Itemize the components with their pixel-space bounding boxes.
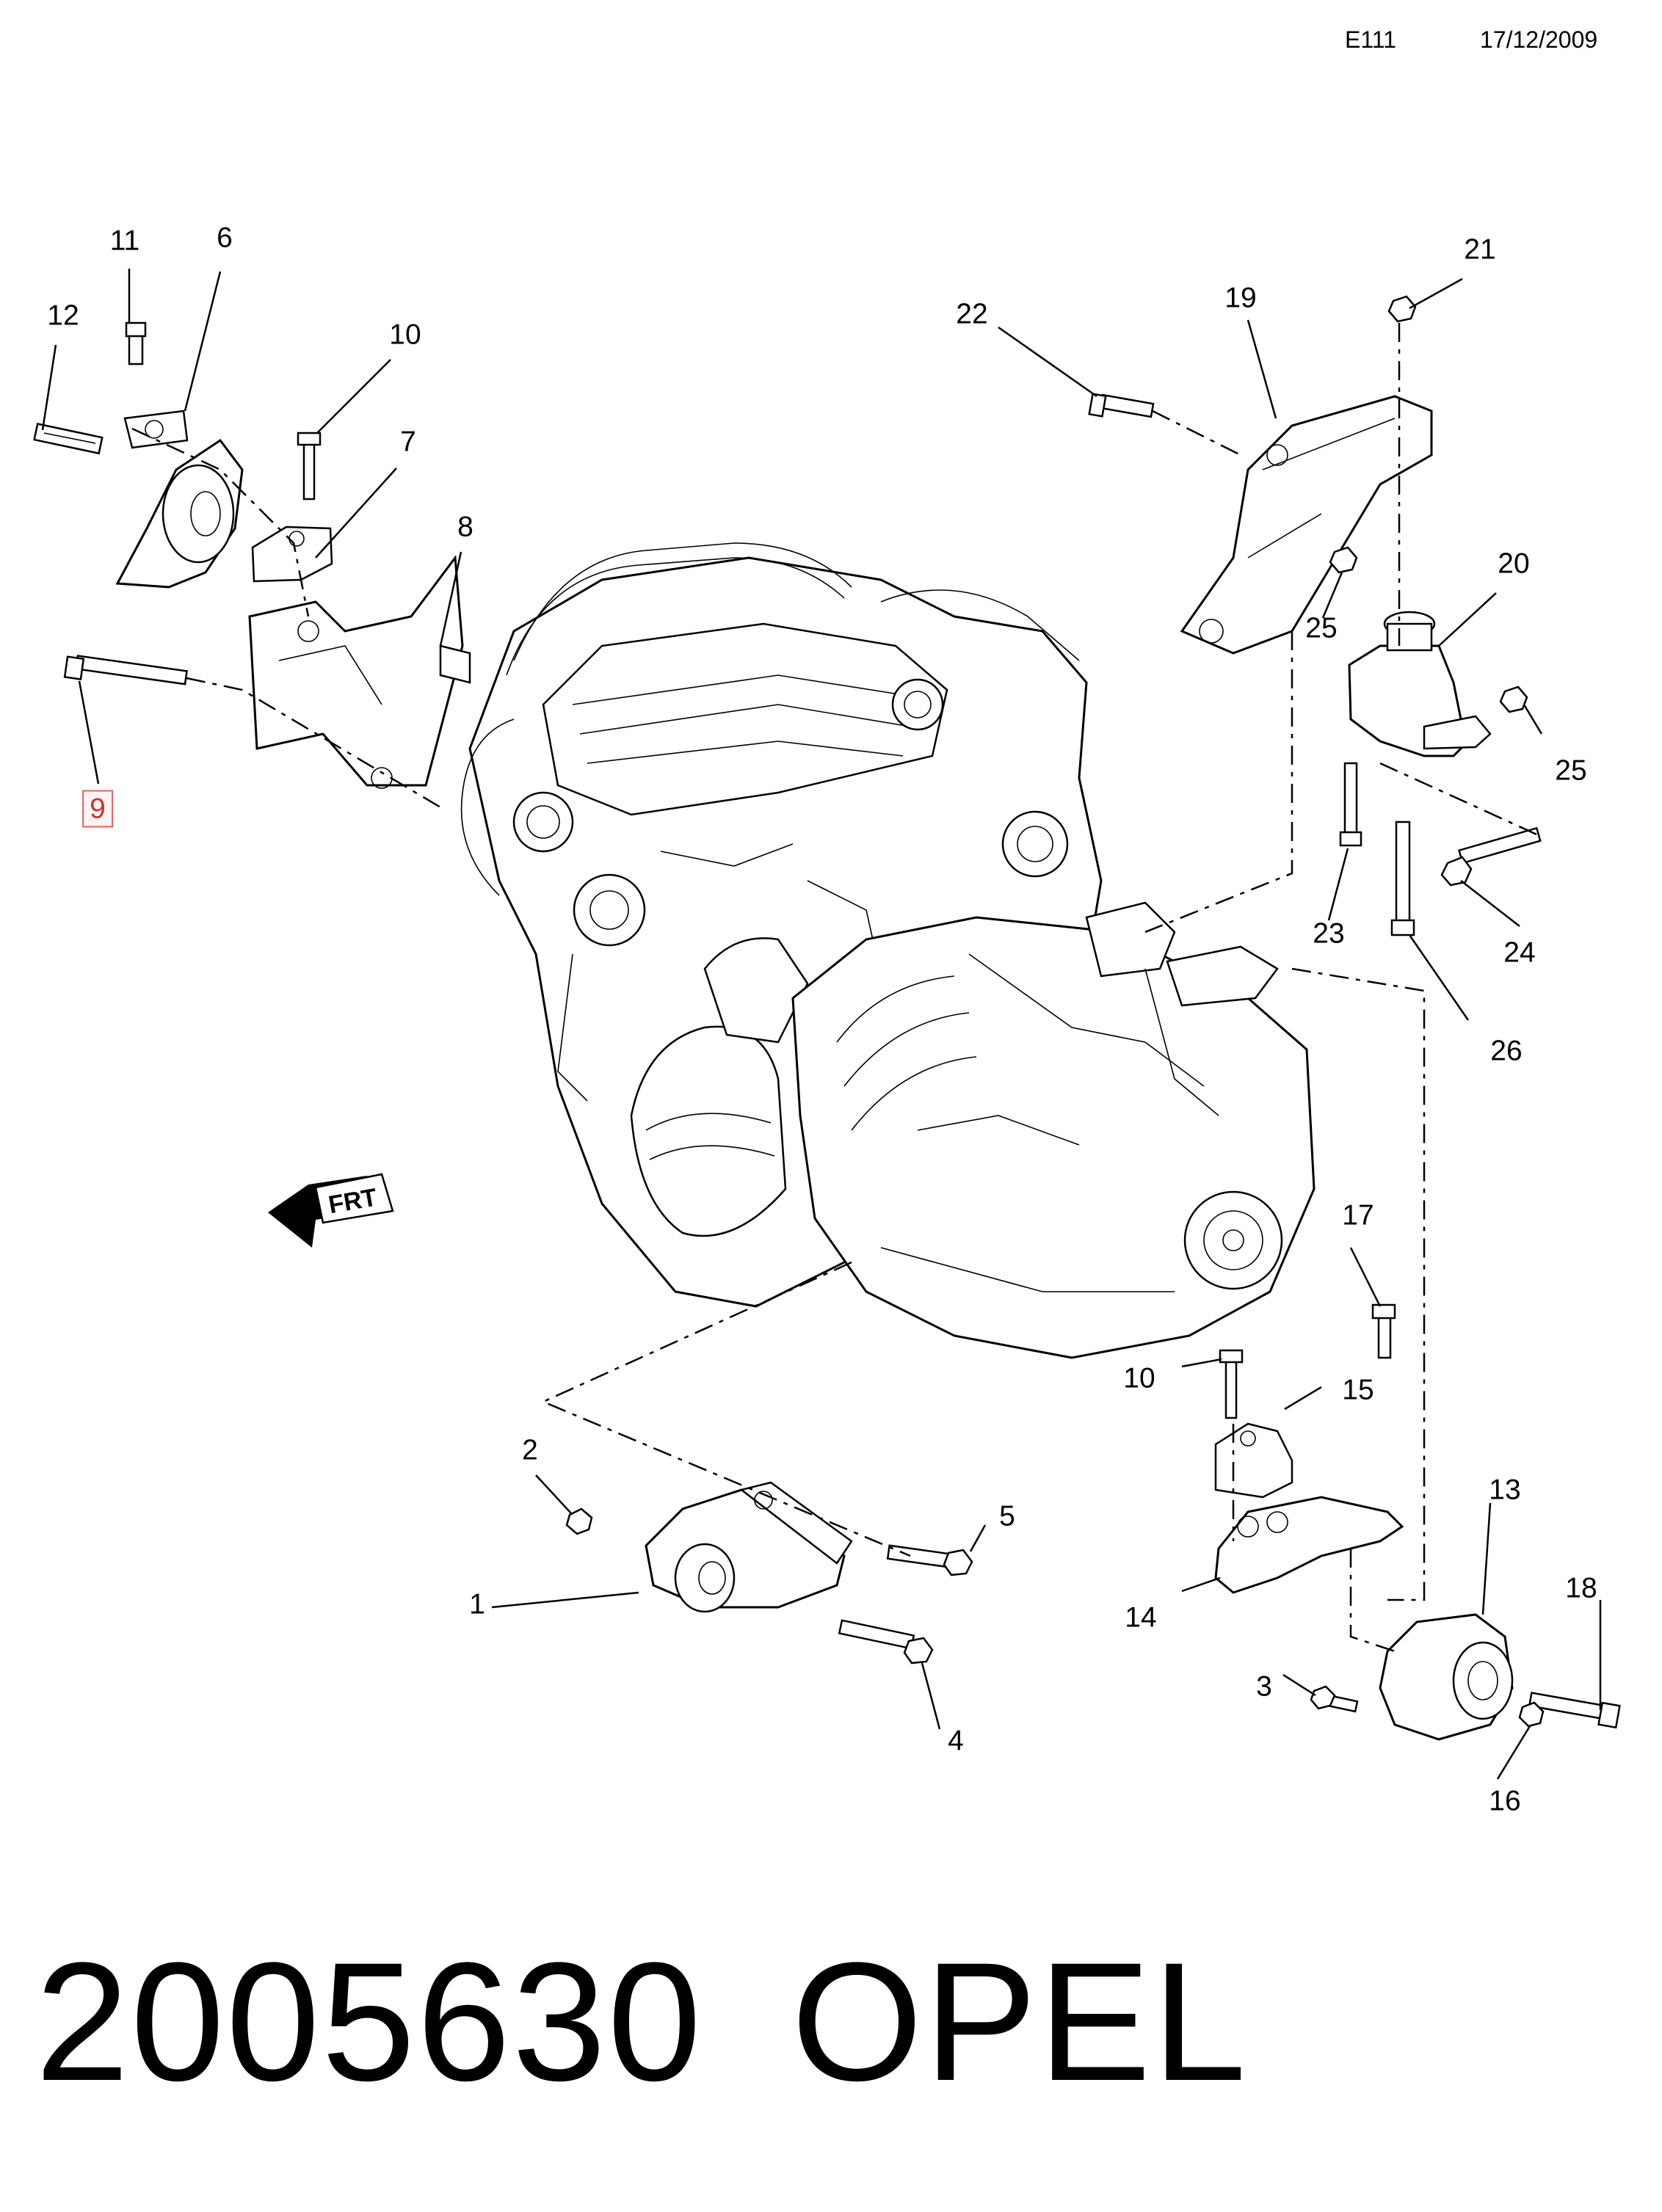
callout-20: 20	[1498, 547, 1530, 580]
front-direction-arrow-icon	[268, 1173, 394, 1248]
mount-part-20	[1348, 611, 1492, 757]
bolt-part-17	[1371, 1303, 1396, 1359]
bolt-part-26	[1390, 821, 1415, 936]
callout-24: 24	[1503, 936, 1536, 969]
bolt-part-23	[1339, 762, 1362, 847]
bolt-part-22	[1088, 393, 1155, 418]
bolt-part-5	[886, 1544, 973, 1576]
callout-4: 4	[948, 1725, 964, 1757]
part-number: 2005630	[35, 1927, 703, 2116]
nut-part-2	[565, 1507, 593, 1535]
callout-5: 5	[999, 1500, 1015, 1532]
bolt-part-10-top	[297, 432, 322, 501]
nut-part-16	[1518, 1701, 1545, 1728]
bracket-part-15	[1214, 1422, 1293, 1499]
mount-part-13	[1379, 1613, 1514, 1741]
callout-13: 13	[1489, 1474, 1521, 1506]
callout-10-top: 10	[389, 319, 421, 351]
bolt-part-9	[63, 655, 188, 685]
callout-6: 6	[217, 222, 233, 254]
nut-part-21	[1387, 295, 1417, 323]
bolt-part-12	[33, 423, 104, 455]
mount-part-1	[645, 1481, 853, 1613]
callout-9-highlighted[interactable]: 9	[82, 790, 113, 828]
callout-21: 21	[1464, 233, 1496, 266]
leader-lines	[41, 269, 1602, 1780]
callout-17: 17	[1342, 1199, 1374, 1231]
callout-8: 8	[457, 511, 473, 543]
engine-assembly	[460, 542, 1316, 1359]
callout-7: 7	[400, 426, 416, 458]
bracket-part-14	[1214, 1496, 1404, 1594]
callout-11: 11	[109, 225, 140, 257]
bolt-part-11	[125, 321, 147, 365]
bracket-part-8	[248, 554, 471, 789]
assembly-lines	[131, 323, 1542, 1653]
bolt-part-10-bottom	[1219, 1349, 1244, 1419]
callout-15: 15	[1342, 1374, 1374, 1406]
bolt-part-24	[1440, 826, 1542, 887]
nut-part-25-upper	[1329, 546, 1358, 574]
callout-10-bottom: 10	[1123, 1362, 1155, 1394]
callout-12: 12	[47, 299, 79, 332]
callout-16: 16	[1489, 1785, 1521, 1817]
callout-25-upper: 25	[1305, 612, 1338, 644]
callout-2: 2	[522, 1434, 538, 1466]
diagram-code: E111	[1345, 26, 1396, 53]
bolt-part-4	[838, 1619, 934, 1665]
callout-19: 19	[1224, 282, 1257, 314]
callout-25-lower: 25	[1555, 754, 1587, 787]
bracket-part-19	[1180, 395, 1433, 655]
diagram-date: 17/12/2009	[1480, 26, 1598, 53]
bolt-part-18	[1528, 1692, 1621, 1729]
brand-name: OPEL	[791, 1927, 1248, 2116]
callout-22: 22	[956, 298, 988, 330]
callout-23: 23	[1313, 917, 1345, 950]
callout-26: 26	[1490, 1035, 1523, 1067]
bolt-part-3	[1310, 1685, 1359, 1713]
callout-3: 3	[1256, 1670, 1272, 1703]
callout-18: 18	[1565, 1572, 1597, 1604]
callout-14: 14	[1125, 1601, 1157, 1634]
callout-1: 1	[469, 1588, 485, 1620]
mount-part-6	[115, 410, 244, 589]
nut-part-25-lower	[1499, 685, 1528, 713]
